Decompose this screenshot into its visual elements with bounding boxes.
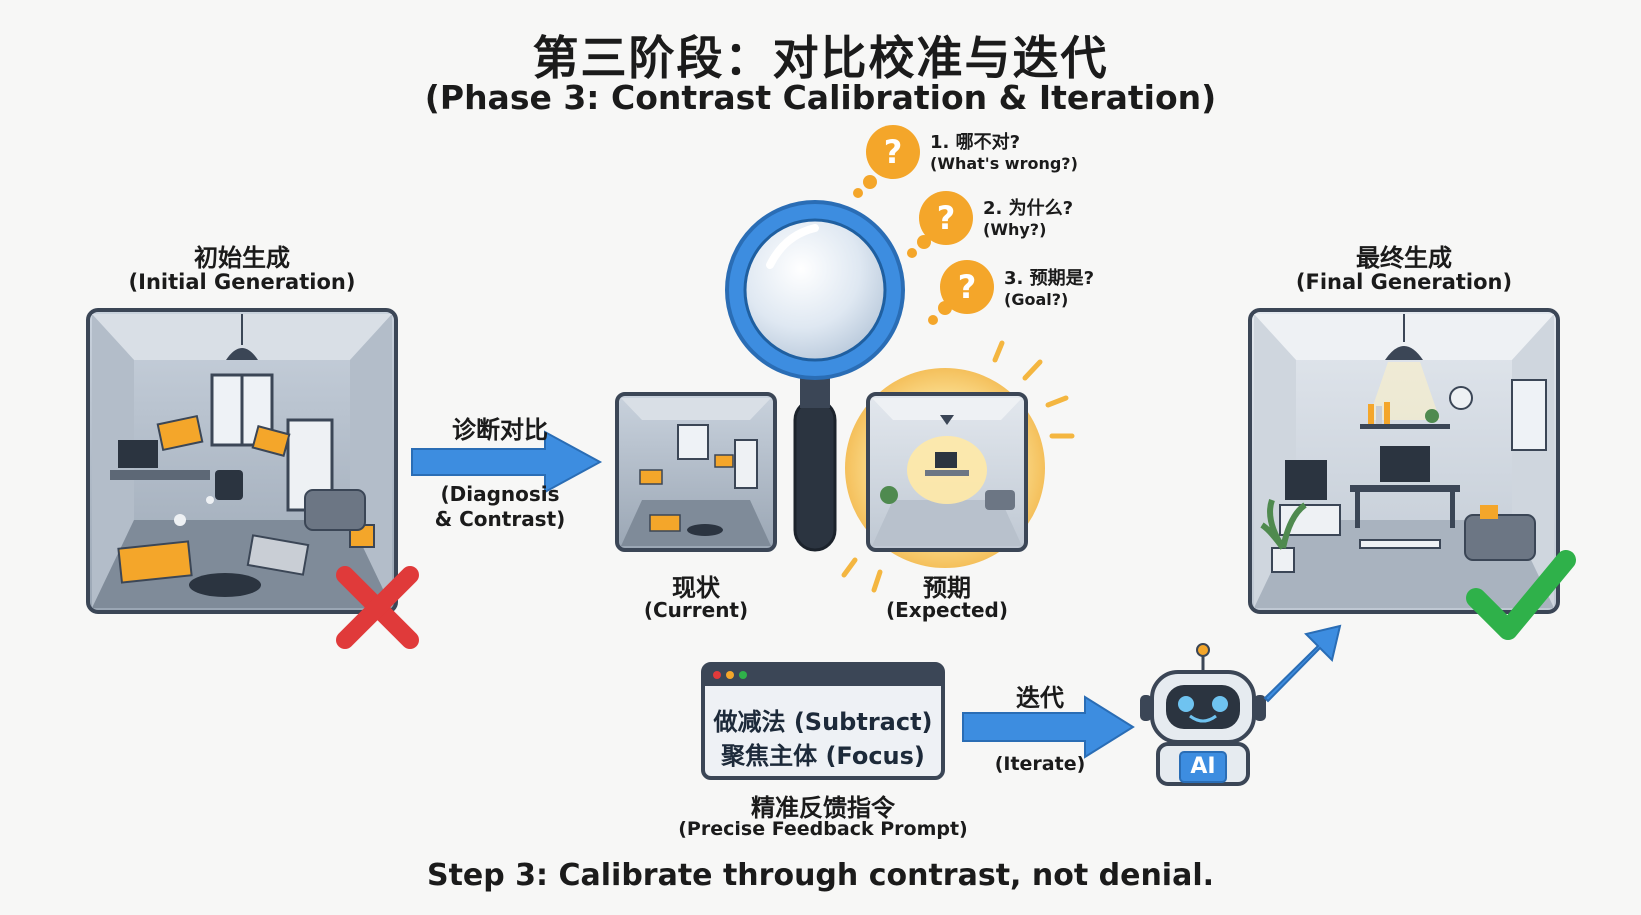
diagnosis-label-en-1: (Diagnosis bbox=[440, 482, 560, 506]
final-label: 最终生成 bbox=[1356, 244, 1452, 272]
question-mark-3: ? bbox=[957, 268, 977, 306]
question-3-en: (Goal?) bbox=[1004, 290, 1069, 309]
page-title: 第三阶段：对比校准与迭代 bbox=[532, 31, 1109, 85]
magnifier-icon bbox=[725, 200, 905, 552]
question-1-en: (What's wrong?) bbox=[930, 154, 1078, 173]
footer-tagline: Step 3: Calibrate through contrast, not … bbox=[426, 858, 1215, 893]
question-bubble-1-icon bbox=[866, 125, 920, 179]
question-bubble-3-icon bbox=[940, 260, 994, 314]
iterate-label-en: (Iterate) bbox=[994, 753, 1086, 775]
page-subtitle: (Phase 3: Contrast Calibration & Iterati… bbox=[424, 78, 1217, 117]
expected-room-image bbox=[841, 340, 1075, 593]
initial-label: 初始生成 bbox=[194, 244, 290, 272]
thought-dots bbox=[853, 175, 952, 325]
iterate-arrow bbox=[962, 695, 1135, 759]
initial-label-en: (Initial Generation) bbox=[128, 270, 356, 294]
diagnosis-label-en-2: & Contrast) bbox=[434, 507, 566, 531]
question-1: 1. 哪不对? bbox=[930, 132, 1021, 153]
check-mark-icon bbox=[1466, 550, 1576, 640]
final-room-image bbox=[1248, 308, 1560, 614]
diagnosis-label: 诊断对比 bbox=[452, 416, 548, 444]
expected-label-en: (Expected) bbox=[885, 598, 1009, 622]
iterate-label: 迭代 bbox=[1016, 684, 1064, 712]
diagnosis-arrow bbox=[411, 430, 603, 494]
prompt-caption: 精准反馈指令 bbox=[751, 794, 895, 822]
final-label-en: (Final Generation) bbox=[1295, 270, 1513, 294]
question-2-en: (Why?) bbox=[983, 220, 1047, 239]
question-3: 3. 预期是? bbox=[1004, 268, 1095, 289]
x-mark-icon bbox=[336, 566, 419, 649]
final-arrow bbox=[1263, 624, 1342, 703]
current-label: 现状 bbox=[672, 574, 720, 602]
robot-ai-badge: AI bbox=[1190, 754, 1216, 779]
prompt-caption-en: (Precise Feedback Prompt) bbox=[678, 818, 968, 840]
question-bubble-2-icon bbox=[919, 191, 973, 245]
prompt-window bbox=[701, 662, 945, 780]
initial-room-image bbox=[86, 308, 398, 614]
current-label-en: (Current) bbox=[643, 598, 749, 622]
prompt-line-focus: 聚焦主体 (Focus) bbox=[721, 742, 925, 770]
expected-label: 预期 bbox=[923, 574, 971, 602]
question-mark-1: ? bbox=[883, 133, 903, 171]
robot-icon bbox=[1140, 643, 1266, 786]
prompt-line-subtract: 做减法 (Subtract) bbox=[713, 708, 933, 736]
current-room-image bbox=[615, 392, 777, 552]
question-2: 2. 为什么? bbox=[983, 198, 1074, 219]
question-mark-2: ? bbox=[936, 199, 956, 237]
